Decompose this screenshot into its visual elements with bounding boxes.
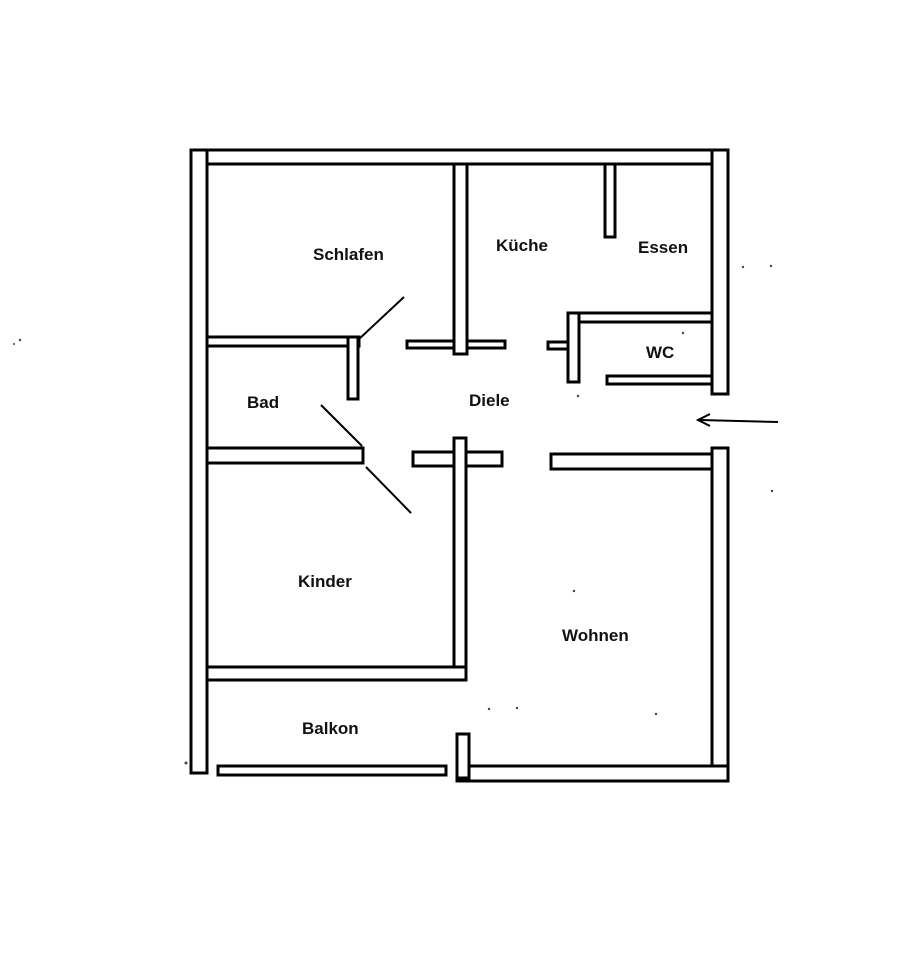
door-bad: [320, 404, 363, 447]
room-label-schlafen: Schlafen: [313, 245, 384, 264]
scan-speck: [18, 338, 22, 342]
entrance-arrow-shaft: [699, 419, 779, 423]
wall-wc-stub: [546, 340, 570, 351]
interior-walls: [205, 162, 714, 682]
room-label-bad: Bad: [247, 393, 279, 412]
door-kinder: [365, 466, 412, 514]
room-label-kueche: Küche: [496, 236, 548, 255]
scan-speck: [654, 712, 658, 716]
wall-outer-top: [189, 148, 730, 166]
scan-specks: [13, 264, 774, 765]
room-label-balkon: Balkon: [302, 719, 359, 738]
room-label-essen: Essen: [638, 238, 688, 257]
wall-balcony-rail: [216, 764, 448, 777]
wall-kueche-essen: [603, 162, 617, 239]
door-schlafen: [357, 296, 405, 341]
arrow-left-icon: [695, 413, 779, 427]
room-labels: Schlafen Küche Essen WC Bad Diele Kinder…: [247, 236, 688, 738]
wall-kinder-balkon: [205, 665, 468, 682]
wall-schlafen-kueche: [452, 162, 469, 356]
scan-speck: [184, 761, 188, 765]
room-label-kinder: Kinder: [298, 572, 352, 591]
wall-outer-right-lower: [710, 446, 730, 783]
wall-wohnen-top: [549, 452, 714, 471]
scan-speck: [769, 264, 773, 268]
scan-speck: [741, 265, 745, 269]
wall-bad-jamb: [346, 335, 360, 401]
wall-outer-left: [189, 148, 209, 775]
entrance-arrow-head: [695, 413, 711, 427]
scan-speck: [681, 331, 685, 335]
wall-wc-bottom: [605, 374, 714, 386]
wall-balcony-stub: [455, 732, 471, 780]
wall-diele-stub-right: [465, 339, 507, 350]
scan-speck: [515, 706, 519, 710]
scan-speck: [572, 589, 576, 593]
wall-outer-bottom-right: [455, 764, 730, 783]
wall-bad-kinder: [205, 446, 365, 465]
wall-outer-right-upper: [710, 148, 730, 396]
wall-wc-left: [566, 311, 581, 384]
room-label-wc: WC: [646, 343, 674, 362]
doors: [320, 296, 412, 514]
wall-diele-cross-v: [452, 436, 468, 682]
scan-speck: [487, 707, 491, 711]
wall-diele-stub-left: [405, 339, 456, 350]
wall-schlafen-bad: [205, 335, 361, 348]
scan-speck: [576, 394, 580, 398]
wall-wc-top: [566, 311, 714, 324]
room-label-wohnen: Wohnen: [562, 626, 629, 645]
scan-speck: [770, 489, 774, 493]
scan-speck: [13, 343, 15, 345]
room-label-diele: Diele: [469, 391, 510, 410]
